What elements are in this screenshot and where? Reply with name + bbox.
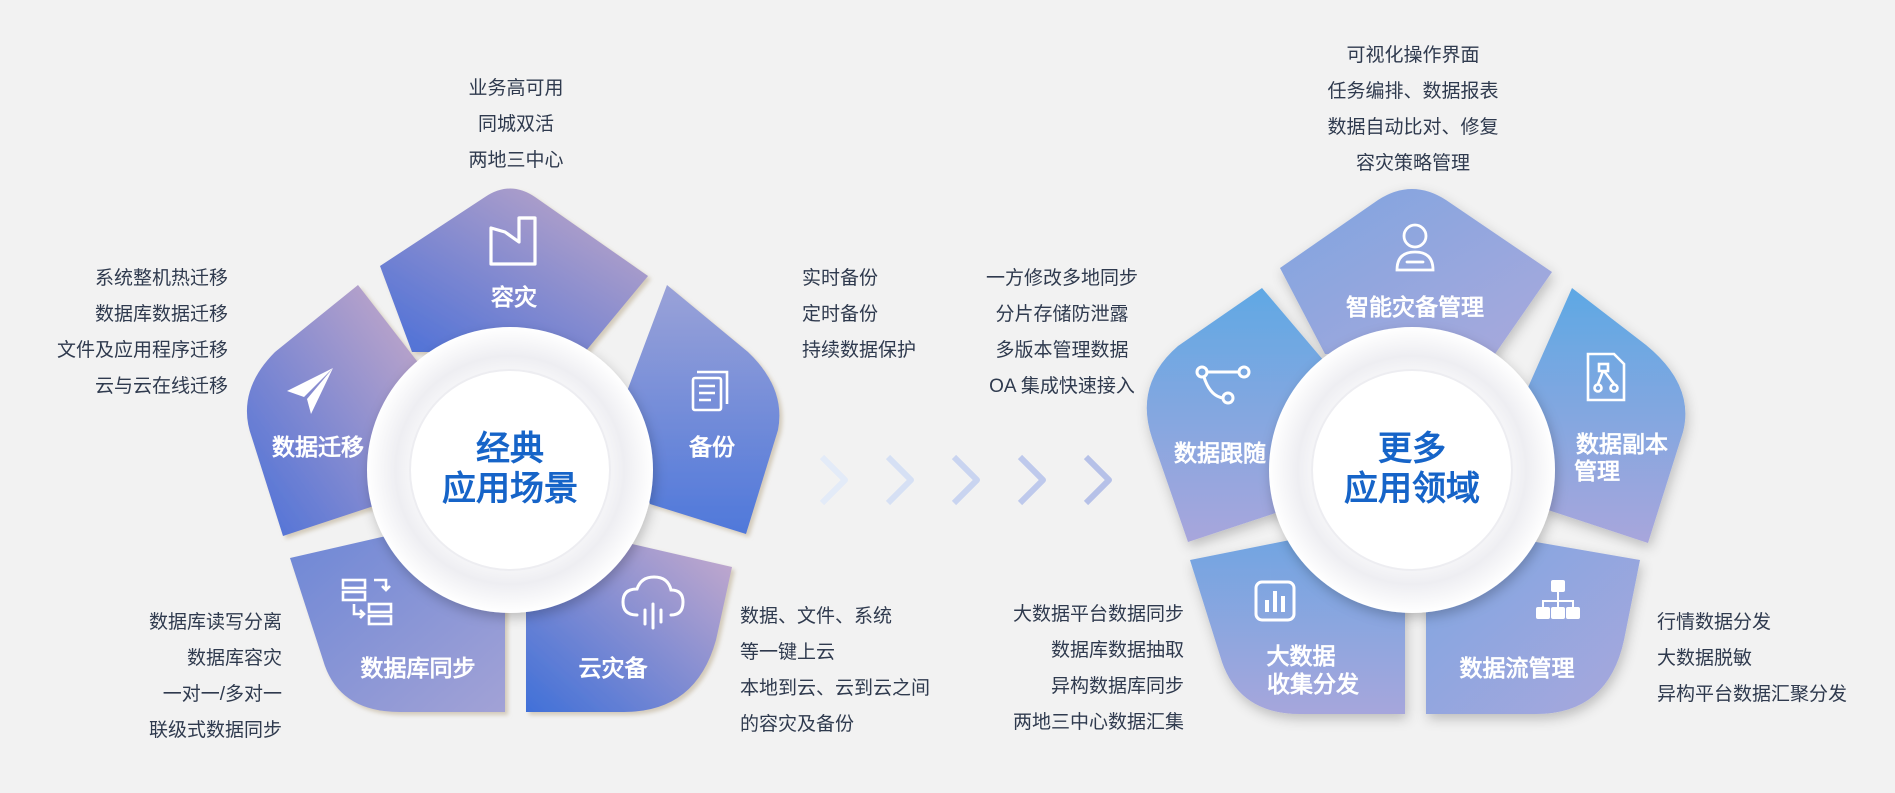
- bar-chart-icon: [1254, 580, 1296, 622]
- user-wrench-icon: [1395, 223, 1435, 272]
- chevron-right-icon: [819, 454, 848, 506]
- flow-arrows: [819, 454, 1112, 506]
- chevron-right-icon: [885, 454, 914, 506]
- petal-smart-dr-management[interactable]: 智能灾备管理: [1280, 189, 1552, 354]
- right-center-circle: 更多 应用领域: [1269, 327, 1555, 613]
- petal-label: 备份: [688, 434, 736, 460]
- rongzai-features: 业务高可用 同城双活 两地三中心: [468, 78, 564, 171]
- backup-features: 实时备份 定时备份 持续数据保护: [802, 268, 917, 361]
- document-stack-icon: [691, 370, 729, 412]
- paper-plane-icon: [287, 368, 333, 414]
- chevron-right-icon: [951, 454, 980, 506]
- petal-label-line1: 数据副本: [1576, 431, 1668, 457]
- petal-label-line1: 大数据: [1267, 643, 1336, 669]
- folder-icon: [489, 216, 537, 266]
- left-center-circle: 经典 应用场景: [367, 327, 653, 613]
- flowchart-document-icon: [1586, 352, 1626, 402]
- database-sync-icon: [341, 578, 393, 626]
- petal-label: 云灾备: [579, 655, 649, 681]
- petal-label: 容灾: [491, 284, 537, 310]
- petal-label: 智能灾备管理: [1346, 294, 1484, 320]
- dataflow-features: 行情数据分发 大数据脱敏 异构平台数据汇聚分发: [1657, 612, 1848, 705]
- branch-icon: [1195, 365, 1251, 405]
- petal-label: 数据跟随: [1174, 440, 1266, 466]
- left-cluster: 容灾 备份 云灾备: [246, 188, 780, 712]
- petal-label: 数据流管理: [1460, 655, 1575, 681]
- petal-label: 数据迁移: [272, 434, 364, 460]
- right-cluster: 智能灾备管理 数据副本 管理 数据流管理: [1146, 189, 1686, 714]
- petal-data-replica-management[interactable]: 数据副本 管理: [1518, 288, 1686, 543]
- center-title-line1: 经典: [476, 430, 544, 468]
- bigdata-features: 大数据平台数据同步 数据库数据抽取 异构数据库同步 两地三中心数据汇集: [1012, 604, 1184, 733]
- hierarchy-icon: [1536, 580, 1580, 619]
- migrate-features: 系统整机热迁移 数据库数据迁移 文件及应用程序迁移 云与云在线迁移: [56, 268, 228, 397]
- center-title-line2: 应用场景: [442, 470, 578, 508]
- petal-label-line2: 管理: [1574, 458, 1620, 484]
- chevron-right-icon: [1017, 454, 1046, 506]
- chevron-right-icon: [1083, 454, 1112, 506]
- petal-label-line2: 收集分发: [1267, 671, 1359, 697]
- petal-label: 数据库同步: [361, 655, 476, 681]
- smart-management-features: 可视化操作界面 任务编排、数据报表 数据自动比对、修复 容灾策略管理: [1327, 45, 1499, 174]
- cloud-upload-icon: [621, 575, 685, 630]
- cloud-features: 数据、文件、系统 等一键上云 本地到云、云到云之间 的容灾及备份: [740, 606, 931, 735]
- center-title-line1: 更多: [1378, 430, 1446, 468]
- data-follow-features: 一方修改多地同步 分片存储防泄露 多版本管理数据 OA 集成快速接入: [985, 268, 1138, 397]
- petal-rongzai[interactable]: 容灾: [380, 188, 648, 353]
- center-title-line2: 应用领域: [1344, 470, 1480, 508]
- petal-backup[interactable]: 备份: [620, 285, 780, 534]
- dbsync-features: 数据库读写分离 数据库容灾 一对一/多对一 联级式数据同步: [148, 612, 282, 741]
